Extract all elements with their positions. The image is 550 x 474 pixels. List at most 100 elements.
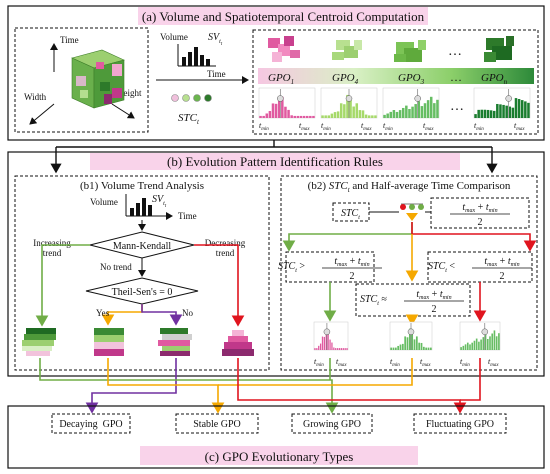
gpo-ellipsis-hist: …	[450, 99, 464, 114]
b2-late-tmin: tmin	[460, 357, 470, 368]
gpo-ellipsis-top: …	[448, 44, 462, 59]
b2-late-histogram	[459, 321, 501, 351]
b2-mid-histogram-bar	[429, 347, 432, 350]
type-fluctuating-box	[413, 413, 507, 434]
lt-branch	[411, 222, 537, 252]
b2-mid-histogram-bar	[401, 343, 404, 350]
type-decaying-box	[51, 413, 131, 434]
gpo3-histogram-bar	[395, 111, 399, 118]
gpo1-histogram-bar	[287, 109, 290, 118]
gpo3-label: GPO3	[398, 72, 425, 86]
voxel-cube	[71, 49, 125, 109]
b1-sv-label: SVtt	[152, 194, 167, 209]
gpo4-histogram-bar	[355, 103, 359, 118]
b2-late-histogram-bar	[460, 347, 462, 350]
gt-lhs: STCt >	[278, 261, 305, 274]
cube-panel	[14, 27, 149, 133]
b2-mid-tmin: tmin	[390, 357, 400, 368]
b2-mid-histogram-bar	[415, 336, 418, 350]
b2-early-histogram-bar	[338, 348, 341, 350]
b2-late-histogram-bar	[491, 333, 494, 350]
gpo1-histogram-bar	[268, 111, 272, 118]
gpo1-histogram-bar	[305, 115, 309, 118]
gponhistogram-bar	[517, 99, 521, 118]
b2-mid-histogram-centroid-marker	[407, 328, 415, 336]
b2-mid-histogram-bar	[390, 347, 393, 350]
gpo4-histogram-bar	[358, 110, 362, 118]
b2-mid-histogram-bar	[408, 328, 411, 350]
b2-late-histogram-centroid-marker	[481, 328, 489, 336]
lt-numerator: tmax + tmin	[484, 256, 519, 268]
b2-late-histogram-bar	[489, 336, 491, 350]
volume-label: Volume	[160, 32, 188, 42]
gpo1-histogram-bar	[277, 98, 281, 118]
gpo3-histogram-bar	[405, 105, 408, 118]
gpo3-histogram-centroid-marker	[414, 95, 421, 102]
stack-stable	[94, 328, 124, 356]
gpo4-histogram-bar	[327, 115, 331, 118]
gponhistogram-bar	[489, 110, 493, 118]
b2-mid-histogram-bar	[422, 346, 425, 350]
gponhistogram-bar	[477, 109, 480, 118]
gpo3-tmin: tmin	[383, 121, 393, 132]
b2-early-histogram-centroid-marker	[323, 328, 331, 336]
gponhistogram-bar	[474, 114, 477, 118]
stack-growing	[22, 328, 56, 356]
height-axis	[111, 103, 135, 119]
b2-late-histogram-bar	[466, 342, 469, 350]
b2-early-histogram-bar	[342, 348, 344, 350]
gpo4-histogram-bar	[364, 114, 368, 118]
type-stable-box	[175, 413, 259, 434]
no-label: No	[182, 308, 193, 318]
gpo3-histogram	[382, 87, 440, 119]
increasing-arrow	[35, 244, 90, 327]
gpo-gradient-band	[258, 68, 534, 84]
gpo1-histogram-bar	[299, 115, 303, 118]
gpo4-histogram-bar	[352, 106, 355, 118]
gpo4-histogram-bar	[346, 94, 349, 118]
section-a-title: (a) Volume and Spatiotemporal Centroid C…	[142, 9, 425, 24]
b2-late-histogram-bar	[475, 338, 478, 350]
gponhistogram-bar	[502, 104, 505, 118]
gpo-panel	[252, 29, 539, 135]
gpo-ellipsis-band: …	[450, 70, 462, 84]
section-b-title-band	[90, 153, 460, 170]
gpo4-label: GPO4	[332, 72, 359, 86]
gpo3-histogram-bar	[383, 114, 386, 118]
b2-late-histogram-bar	[482, 337, 485, 350]
height-axis-label: Height	[117, 88, 142, 98]
gpo3-histogram-bar	[417, 101, 421, 118]
gpon-tmin: tmin	[474, 121, 484, 132]
width-axis	[29, 103, 55, 125]
b2-mid-histogram-bar	[392, 347, 395, 350]
increasing-label-2: trend	[43, 248, 62, 258]
increasing-label-1: Increasing	[33, 238, 71, 248]
gpo4-histogram-bar	[367, 115, 371, 118]
b2-late-histogram-bar	[493, 330, 496, 350]
section-a-title-band	[138, 7, 428, 25]
section-c: Decaying GPO Stable GPO Growing GPO Fluc…	[7, 405, 545, 469]
b1-volume-label: Volume	[90, 197, 118, 207]
gpo4-histogram-bar	[336, 111, 340, 118]
gpo3-voxels	[394, 40, 426, 62]
type-growing: Growing GPO	[303, 419, 361, 430]
section-c-frame	[7, 405, 545, 469]
gpo3-histogram-bar	[389, 111, 393, 118]
gpo1-histogram-bar	[290, 115, 293, 118]
b2-mid-histogram-bar	[411, 333, 414, 350]
gpo3-histogram-bar	[401, 107, 405, 118]
approx-denominator: 2	[432, 304, 437, 315]
b2-late-histogram-bar	[495, 336, 498, 350]
approx-numerator: tmax + tmin	[416, 289, 451, 301]
gpo4-histogram-bar	[333, 112, 337, 118]
b2-early-tmax: tmax	[336, 357, 347, 368]
half-average-denominator: 2	[478, 217, 483, 228]
b2-mid-histogram-bar	[413, 339, 416, 350]
gpo1-histogram-bar	[271, 103, 275, 118]
b2-mid-histogram-bar	[418, 342, 421, 350]
